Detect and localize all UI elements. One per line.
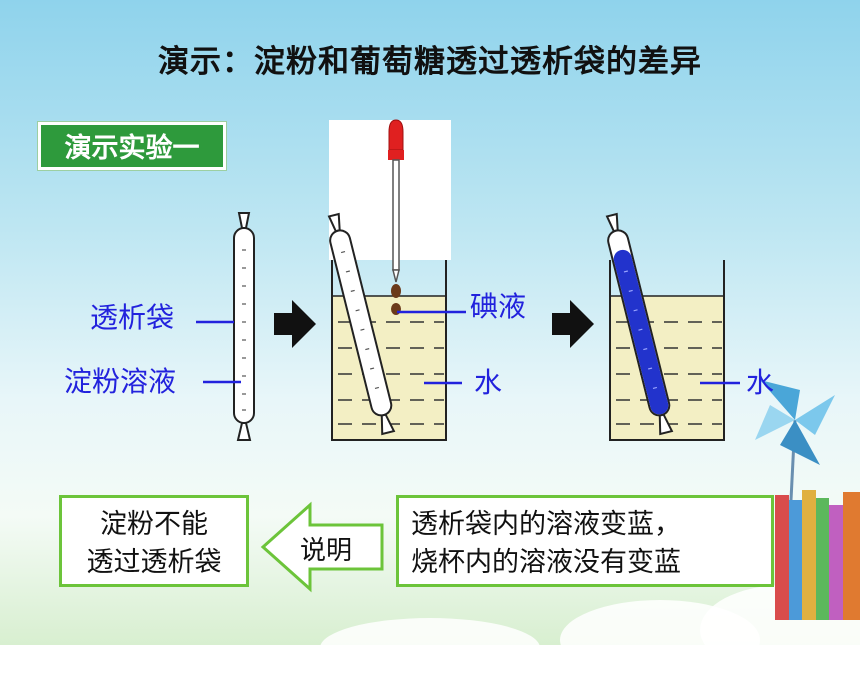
label-water: 水 xyxy=(746,366,775,399)
label-dialysis-bag: 透析袋 xyxy=(90,301,175,334)
beaker-2 xyxy=(605,212,725,441)
result-arrow xyxy=(260,501,384,593)
observation-line: 烧杯内的溶液没有变蓝 xyxy=(411,547,681,578)
page-title: 演示：淀粉和葡萄糖透过透析袋的差异 xyxy=(158,44,702,80)
process-arrow xyxy=(274,300,316,348)
books-decoration xyxy=(775,490,860,620)
label-starch-solution: 淀粉溶液 xyxy=(64,365,177,398)
pinwheel-decoration xyxy=(755,380,835,521)
dropper xyxy=(388,119,404,283)
observation-box: 透析袋内的溶液变蓝， 烧杯内的溶液没有变蓝 xyxy=(396,495,774,587)
label-iodine: 碘液 xyxy=(470,290,527,323)
section-badge: 演示实验一 xyxy=(38,122,226,170)
process-arrow xyxy=(552,300,594,348)
dialysis-bag-standalone xyxy=(233,212,255,441)
conclusion-line: 透过透析袋 xyxy=(86,547,222,578)
conclusion-box: 淀粉不能 透过透析袋 xyxy=(59,495,249,587)
experiment-diagram xyxy=(196,119,860,620)
label-water: 水 xyxy=(474,366,503,399)
iodine-drop xyxy=(391,284,401,298)
observation-line: 透析袋内的溶液变蓝， xyxy=(411,509,681,540)
beaker-1 xyxy=(327,119,447,441)
conclusion-line: 淀粉不能 xyxy=(100,509,208,540)
arrow-label: 说明 xyxy=(300,536,353,566)
